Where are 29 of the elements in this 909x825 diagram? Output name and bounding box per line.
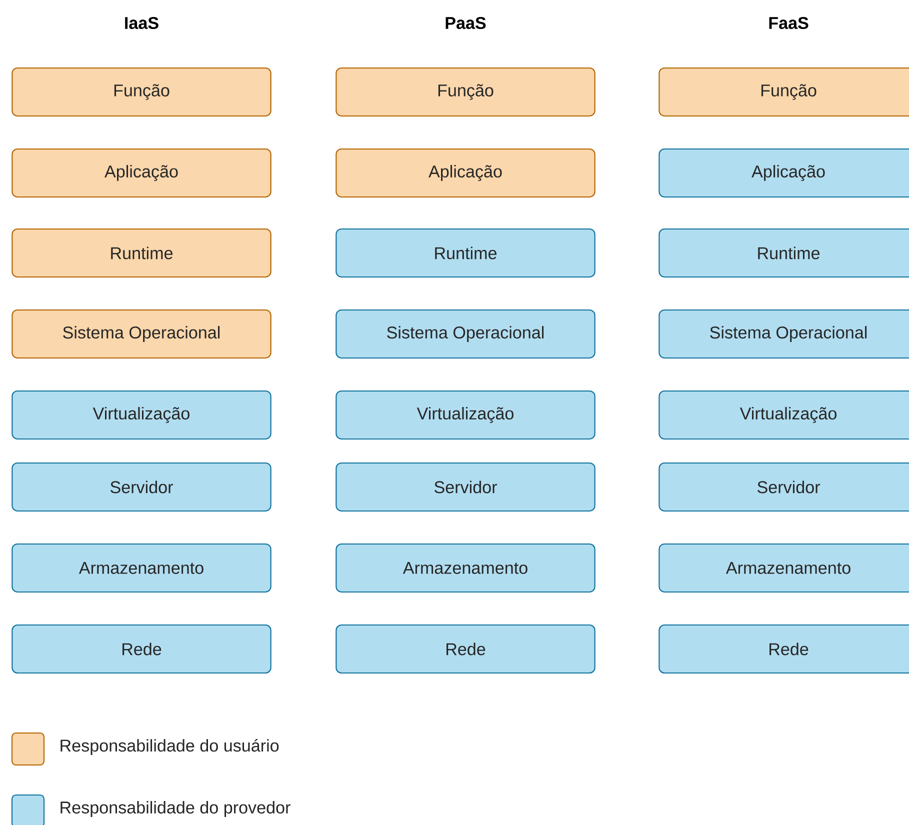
layer-box: Servidor	[12, 462, 272, 512]
layer-box: Armazenamento	[658, 543, 909, 593]
layer-box: Armazenamento	[12, 543, 272, 593]
layer-box: Aplicação	[336, 148, 596, 198]
layer-box: Função	[336, 67, 596, 117]
layer-box: Servidor	[336, 462, 596, 512]
layer-box: Runtime	[12, 228, 272, 278]
layer-box: Sistema Operacional	[12, 309, 272, 359]
layer-box: Virtualização	[658, 390, 909, 440]
column-heading: FaaS	[769, 16, 808, 30]
layer-box: Rede	[12, 624, 272, 674]
layer-box: Aplicação	[12, 148, 272, 198]
layer-box: Rede	[658, 624, 909, 674]
column-heading: PaaS	[446, 16, 486, 30]
layer-box: Runtime	[658, 228, 909, 278]
legend-label: Responsabilidade do usuário	[60, 738, 279, 756]
layer-box: Sistema Operacional	[658, 309, 909, 359]
layer-box: Virtualização	[12, 390, 272, 440]
column-heading: IaaS	[125, 16, 158, 30]
legend-label: Responsabilidade do provedor	[60, 801, 290, 817]
layer-box: Virtualização	[336, 390, 596, 440]
layer-box: Função	[12, 67, 272, 117]
layer-box: Runtime	[336, 228, 596, 278]
layer-box: Servidor	[658, 462, 909, 512]
layer-box: Aplicação	[658, 148, 909, 198]
layer-box: Rede	[336, 624, 596, 674]
layer-box: Armazenamento	[336, 543, 596, 593]
layer-box: Sistema Operacional	[336, 309, 596, 359]
layer-box: Função	[658, 67, 909, 117]
